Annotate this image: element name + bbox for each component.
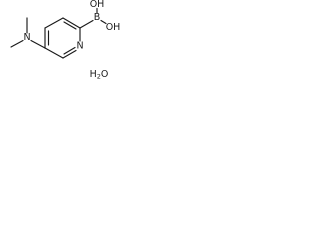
hydrate-h: H — [90, 69, 97, 80]
bond-c3-n1 — [62, 49, 77, 59]
hydroxyl-right-label: OH — [106, 22, 120, 33]
bond-c2-boron — [79, 19, 94, 29]
hydroxyl-top-label: OH — [90, 0, 105, 10]
boron-label: B — [94, 12, 101, 23]
hydrate-o: O — [101, 69, 108, 80]
bond-c4-c3 — [44, 47, 64, 59]
bond-boron-oh-right — [100, 19, 107, 25]
bond-c2-c6 — [62, 17, 81, 29]
bond-double-c3-n1 — [63, 46, 76, 55]
bond-amine-methyl-a — [10, 39, 24, 48]
chemical-structure: B OH OH N N H2O — [10, 0, 120, 81]
bond-double-c2-c6 — [63, 21, 77, 30]
ring-nitrogen-label: N — [76, 41, 83, 52]
hydrate-h-count: 2 — [97, 73, 101, 81]
hydrate-formula: H2O — [90, 69, 109, 81]
bond-c4-amine — [30, 39, 46, 49]
bond-c6-c5 — [44, 17, 64, 29]
bond-lines — [10, 7, 107, 59]
amine-nitrogen-label: N — [23, 32, 30, 43]
